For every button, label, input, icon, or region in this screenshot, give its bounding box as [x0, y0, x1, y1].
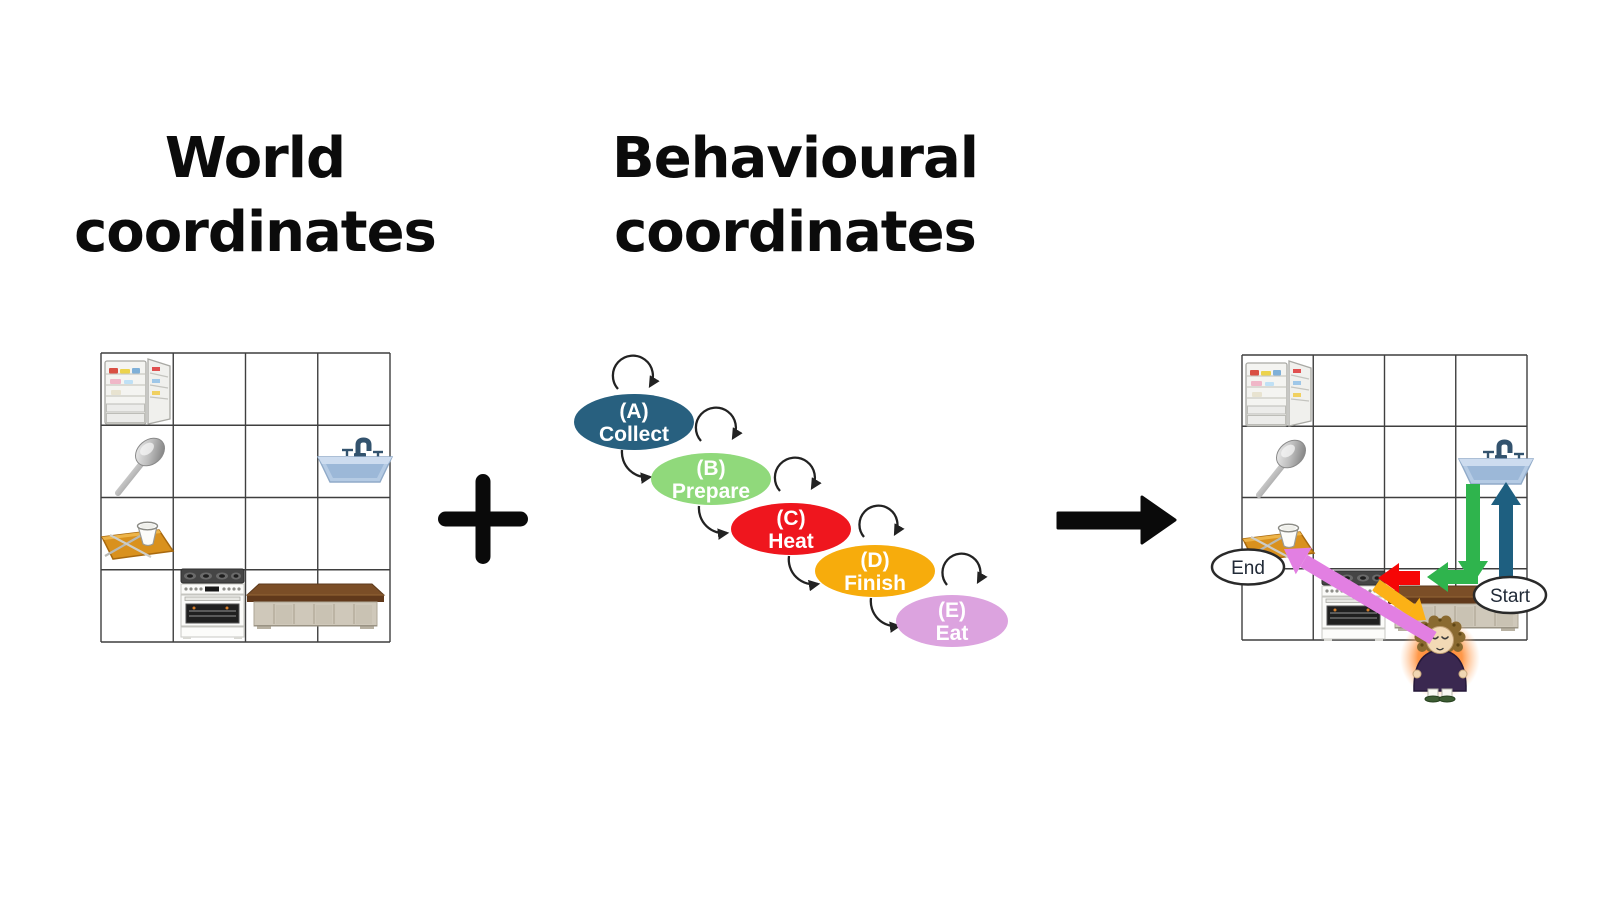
- trajectory-arrows: [1283, 482, 1521, 645]
- state-finish: [815, 545, 935, 597]
- self-loop-collect-icon: [611, 354, 660, 390]
- self-loop-heat-icon: [773, 456, 822, 492]
- combined-grid: [1241, 354, 1533, 642]
- spoon-icon: [1259, 435, 1311, 495]
- state-heat: [731, 503, 851, 555]
- end-label: End: [1231, 558, 1265, 579]
- state-heat-label: Heat: [768, 530, 814, 553]
- combined-grid-lines: [1241, 354, 1528, 641]
- spoon-icon: [118, 433, 170, 493]
- sink-icon: [1459, 442, 1533, 484]
- state-finish-label: Finish: [844, 572, 906, 595]
- end-badge: End: [1210, 548, 1286, 586]
- behaviour-title-line2: coordinates: [614, 200, 977, 265]
- transition-heat-to-finish-icon: [787, 555, 821, 592]
- transition-prepare-to-heat-icon: [697, 505, 730, 540]
- fridge-icon: [104, 358, 171, 425]
- behavioural-coordinates-title: Behavioural coordinates: [565, 122, 1025, 270]
- world-grid-lines: [100, 352, 391, 643]
- world-coordinates-title: World coordinates: [25, 122, 485, 270]
- self-loop-finish-icon: [858, 504, 905, 538]
- world-grid: [100, 352, 392, 643]
- stove-icon: [180, 568, 245, 640]
- state-collect: [574, 394, 694, 450]
- start-badge: Start: [1472, 575, 1548, 615]
- world-title-line2: coordinates: [74, 200, 437, 265]
- agent-mouth-icon: [1436, 647, 1444, 651]
- trajectory-arrow-down-from-sink: [1458, 484, 1488, 584]
- agent-hand-icon: [1412, 669, 1422, 679]
- state-eat: [896, 595, 1008, 647]
- trajectory-arrow-left-to-stove: [1378, 563, 1420, 593]
- transition-collect-to-prepare-icon: [620, 449, 653, 484]
- counter-icon: [246, 583, 385, 630]
- arrow-right-icon: [1056, 495, 1177, 545]
- state-heat-tag: (C): [776, 507, 805, 530]
- state-eat-tag: (E): [938, 599, 966, 622]
- self-loop-prepare-icon: [694, 406, 743, 442]
- agent-shoe-icon: [1438, 695, 1456, 703]
- state-prepare: [651, 453, 771, 505]
- trajectory-arrow-left-on-counter: [1427, 562, 1478, 592]
- fridge-icon: [1245, 360, 1312, 427]
- state-eat-label: Eat: [936, 622, 969, 645]
- state-prepare-label: Prepare: [672, 480, 750, 503]
- world-title-line1: World: [164, 126, 346, 191]
- behaviour-title-line1: Behavioural: [612, 126, 979, 191]
- transition-finish-to-eat-icon: [869, 597, 902, 633]
- serving-tray-icon: [100, 521, 175, 561]
- state-collect-tag: (A): [619, 400, 648, 423]
- trajectory-arrow-up-to-sink: [1491, 482, 1521, 581]
- sink-icon: [318, 440, 392, 482]
- state-finish-tag: (D): [860, 549, 889, 572]
- trajectory-arrow-diag-to-tray: [1283, 547, 1437, 645]
- state-prepare-tag: (B): [696, 457, 725, 480]
- start-label: Start: [1490, 586, 1531, 607]
- self-loop-eat-icon: [941, 552, 988, 586]
- behaviour-state-diagram: (A) Collect (B) Prepare (C) Heat (D) Fin…: [574, 354, 1008, 647]
- plus-symbol-icon: [438, 474, 528, 564]
- agent-hand-icon: [1458, 669, 1468, 679]
- state-collect-label: Collect: [599, 423, 669, 446]
